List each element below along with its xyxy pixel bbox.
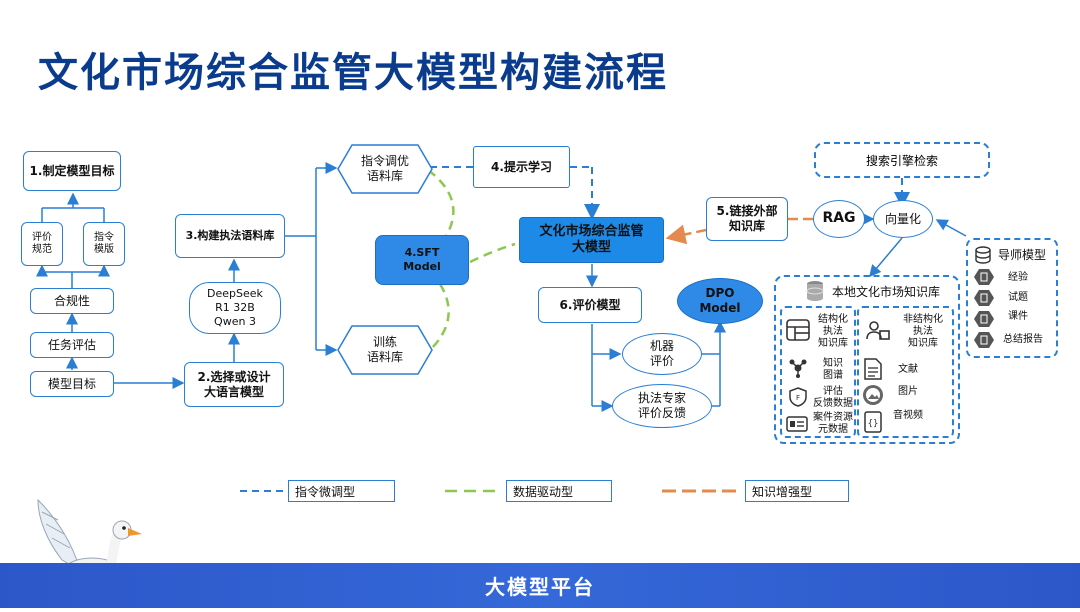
rag-ellipse[interactable]: RAG	[813, 200, 865, 238]
svg-text:{}: {}	[868, 419, 879, 429]
images-label: 图片	[898, 386, 918, 397]
compliance-box[interactable]: 合规性	[30, 288, 114, 314]
search-engine-label: 搜索引擎检索	[865, 153, 938, 168]
audio-video-label: 音视频	[893, 410, 923, 421]
unstructured-kb-label: 非结构化 执法 知识库	[903, 314, 943, 349]
documents-label: 文献	[898, 364, 918, 375]
core-flow-arrows	[586, 213, 967, 412]
train-corpus-hex[interactable]: 训练 语料库	[366, 335, 403, 364]
structured-kb-label: 结构化 执法 知识库	[818, 314, 848, 349]
sft-model-box[interactable]: 4.SFT Model	[375, 235, 469, 285]
case-card-icon	[786, 416, 808, 432]
legend-knowledge: 知识增强型	[745, 480, 849, 502]
mentor-item-exam: 试题	[1008, 292, 1028, 303]
knowledge-graph-label: 知识 图谱	[823, 358, 843, 381]
user-card-icon	[866, 319, 890, 341]
local-kb-title: 本地文化市场知识库	[832, 285, 941, 299]
shield-icon: F	[789, 387, 807, 407]
link-external-box[interactable]: 5.链接外部 知识库	[706, 197, 788, 241]
task-eval-box[interactable]: 任务评估	[30, 332, 114, 358]
model-goal-box[interactable]: 模型目标	[30, 371, 114, 397]
platform-footer-label: 大模型平台	[485, 575, 595, 599]
expert-eval-ellipse[interactable]: 执法专家 评价反馈	[612, 384, 712, 428]
graph-icon	[788, 358, 808, 378]
machine-eval-ellipse[interactable]: 机器 评价	[622, 333, 702, 375]
document-icon	[864, 358, 882, 380]
case-meta-label: 案件资源 元数据	[813, 412, 853, 435]
hex-train-shape	[337, 325, 433, 375]
mentor-model-box	[966, 238, 1058, 358]
database-icon	[806, 280, 824, 302]
prompt-learning-box[interactable]: 4.提示学习	[473, 146, 570, 188]
mentor-db-icon	[974, 246, 992, 264]
guide-template-box[interactable]: 指令 模版	[83, 222, 125, 266]
mentor-item-report: 总结报告	[1003, 334, 1043, 345]
model-goal-step[interactable]: 1.制定模型目标	[23, 151, 121, 191]
llm-candidates-box[interactable]: DeepSeek R1 32B Qwen 3	[189, 282, 281, 334]
mentor-item-courseware: 课件	[1008, 311, 1028, 322]
experience-icon	[974, 268, 994, 286]
core-model-box[interactable]: 文化市场综合监管 大模型	[519, 217, 664, 263]
vectorize-ellipse[interactable]: 向量化	[873, 200, 933, 238]
page-title: 文化市场综合监管大模型构建流程	[38, 50, 668, 96]
left-column-arrows	[36, 162, 338, 389]
mentor-item-experience: 经验	[1008, 272, 1028, 283]
sft-green-dashed	[427, 169, 516, 353]
structured-kb-box	[780, 306, 856, 438]
platform-footer-bar: 大模型平台	[0, 563, 1080, 608]
mentor-model-title: 导师模型	[998, 248, 1047, 262]
orange-links	[665, 217, 813, 245]
legend-data-driven: 数据驱动型	[506, 480, 612, 502]
courseware-icon	[974, 310, 994, 328]
svg-text:F: F	[796, 394, 800, 402]
local-kb-container	[774, 275, 960, 444]
build-corpus-step[interactable]: 3.构建执法语料库	[175, 214, 285, 258]
hex-instruct-shape	[337, 144, 433, 194]
image-icon	[862, 384, 884, 406]
table-icon	[786, 319, 810, 341]
select-llm-step[interactable]: 2.选择或设计 大语言模型	[184, 362, 284, 407]
prompt-learning-dashed	[430, 166, 910, 220]
instruct-corpus-hex[interactable]: 指令调优 语料库	[360, 154, 409, 183]
feedback-data-label: 评估 反馈数据	[813, 386, 853, 409]
eval-model-box[interactable]: 6.评价模型	[538, 287, 642, 323]
search-engine-box	[814, 142, 990, 178]
exam-icon	[974, 289, 994, 307]
av-icon: {}	[864, 411, 882, 433]
legend-instruction: 指令微调型	[288, 480, 395, 502]
report-icon	[974, 331, 994, 349]
unstructured-kb-box	[857, 306, 954, 438]
dpo-model-ellipse[interactable]: DPO Model	[677, 278, 763, 324]
hex-shapes	[337, 144, 433, 375]
eval-standard-box[interactable]: 评价 规范	[21, 222, 63, 266]
